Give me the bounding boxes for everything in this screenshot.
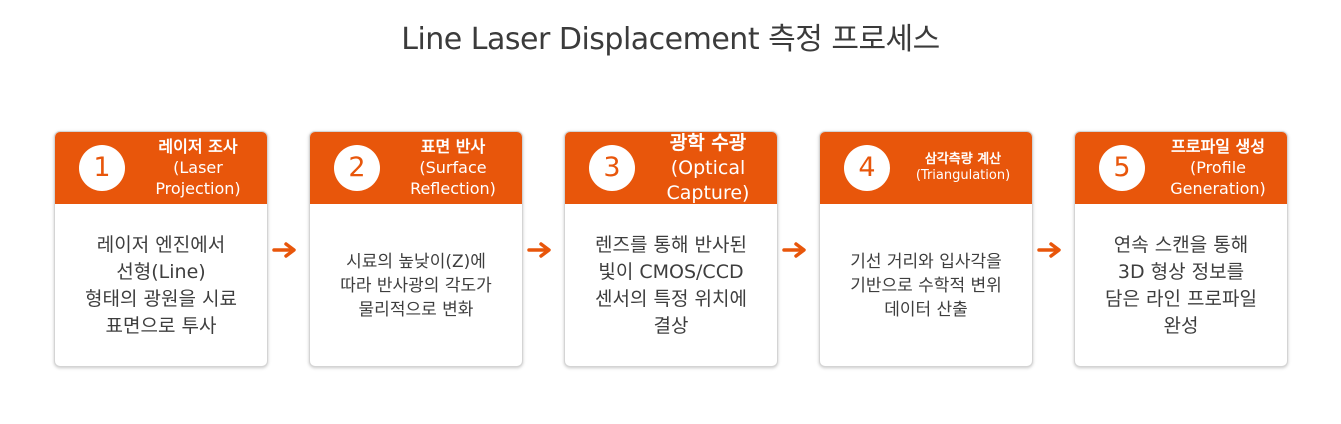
step-title-korean: 프로파일 생성: [1171, 137, 1265, 156]
step-title: 레이저 조사 (Laser Projection): [129, 132, 267, 204]
step-number-badge: 3: [589, 145, 635, 191]
step-title-english: (Optical Capture): [666, 156, 750, 204]
step-description: 렌즈를 통해 반사된 빛이 CMOS/CCD 센서의 특정 위치에 결상: [595, 234, 747, 337]
step-number-badge: 5: [1099, 145, 1145, 191]
arrow-right-icon: [527, 242, 551, 258]
step-header: 1 레이저 조사 (Laser Projection): [55, 132, 267, 204]
step-title-korean: 광학 수광: [669, 132, 747, 154]
diagram-title: Line Laser Displacement 측정 프로세스: [401, 22, 940, 57]
step-number-badge: 1: [79, 145, 125, 191]
step-title-english: (Laser Projection): [155, 158, 241, 198]
step-card-2: 2 표면 반사 (Surface Reflection) 시료의 높낮이(Z)에…: [309, 131, 523, 367]
step-card-5: 5 프로파일 생성 (Profile Generation) 연속 스캔을 통해…: [1074, 131, 1288, 367]
step-title-english: (Triangulation): [915, 168, 1011, 183]
step-title: 프로파일 생성 (Profile Generation): [1149, 132, 1287, 204]
step-description: 기선 거리와 입사각을 기반으로 수학적 변위 데이터 산출: [850, 252, 1002, 320]
step-header: 3 광학 수광 (Optical Capture): [565, 132, 777, 204]
arrow-right-icon: [272, 242, 296, 258]
step-header: 5 프로파일 생성 (Profile Generation): [1075, 132, 1287, 204]
arrow-right-icon: [1037, 242, 1061, 258]
step-header: 2 표면 반사 (Surface Reflection): [310, 132, 522, 204]
step-title-english: (Profile Generation): [1170, 158, 1266, 198]
step-description: 레이저 엔진에서 선형(Line) 형태의 광원을 시료 표면으로 투사: [85, 234, 237, 337]
step-card-3: 3 광학 수광 (Optical Capture) 렌즈를 통해 반사된 빛이 …: [564, 131, 778, 367]
step-header: 4 삼각측량 계산 (Triangulation): [820, 132, 1032, 204]
step-number-badge: 4: [844, 145, 890, 191]
step-card-4: 4 삼각측량 계산 (Triangulation) 기선 거리와 입사각을 기반…: [819, 131, 1033, 367]
step-title: 광학 수광 (Optical Capture): [639, 132, 777, 204]
step-title: 표면 반사 (Surface Reflection): [384, 132, 522, 204]
step-title: 삼각측량 계산 (Triangulation): [894, 132, 1032, 204]
step-title-korean: 삼각측량 계산: [924, 152, 1002, 167]
step-title-korean: 레이저 조사: [158, 137, 238, 156]
step-description: 시료의 높낮이(Z)에 따라 반사광의 각도가 물리적으로 변화: [340, 252, 492, 320]
step-title-korean: 표면 반사: [420, 137, 486, 156]
step-description: 연속 스캔을 통해 3D 형상 정보를 담은 라인 프로파일 완성: [1105, 234, 1257, 337]
arrow-right-icon: [782, 242, 806, 258]
step-card-1: 1 레이저 조사 (Laser Projection) 레이저 엔진에서 선형(…: [54, 131, 268, 367]
step-title-english: (Surface Reflection): [410, 158, 496, 198]
step-number-badge: 2: [334, 145, 380, 191]
